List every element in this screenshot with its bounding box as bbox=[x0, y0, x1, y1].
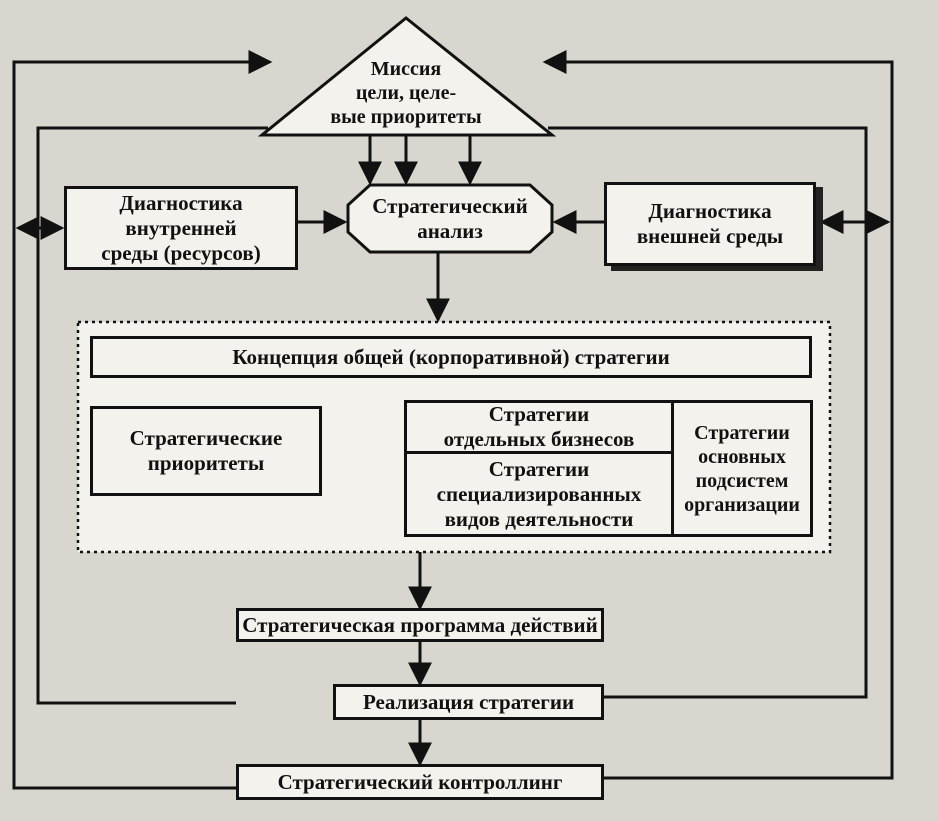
corporate-strategy-node: Концепция общей (корпоративной) стратеги… bbox=[90, 336, 812, 378]
action-program-node: Стратегическая программа действий bbox=[236, 608, 604, 642]
business-strategies-node: Стратегии отдельных бизнесов bbox=[404, 400, 674, 454]
strategic-analysis-node: Стратегический анализ bbox=[372, 194, 528, 243]
external-diagnostics-node: Диагностика внешней среды bbox=[604, 182, 816, 266]
subsystem-strategies-node: Стратегии основных подсистем организации bbox=[671, 400, 813, 537]
specialized-strategies-node: Стратегии специализированных видов деяте… bbox=[404, 451, 674, 537]
mission-node: Миссия цели, целе- вые приоритеты bbox=[330, 58, 482, 128]
implementation-node: Реализация стратегии bbox=[333, 684, 604, 720]
internal-diagnostics-node: Диагностика внутренней среды (ресурсов) bbox=[64, 186, 298, 270]
outer-loop-left bbox=[12, 50, 418, 790]
controlling-node: Стратегический контроллинг bbox=[236, 764, 604, 800]
inner-loop-left bbox=[36, 126, 268, 705]
strategic-priorities-node: Стратегические приоритеты bbox=[90, 406, 322, 496]
strategic-analysis-octagon bbox=[346, 183, 554, 254]
inner-loop-right bbox=[548, 126, 868, 699]
outer-loop-right bbox=[542, 50, 894, 780]
